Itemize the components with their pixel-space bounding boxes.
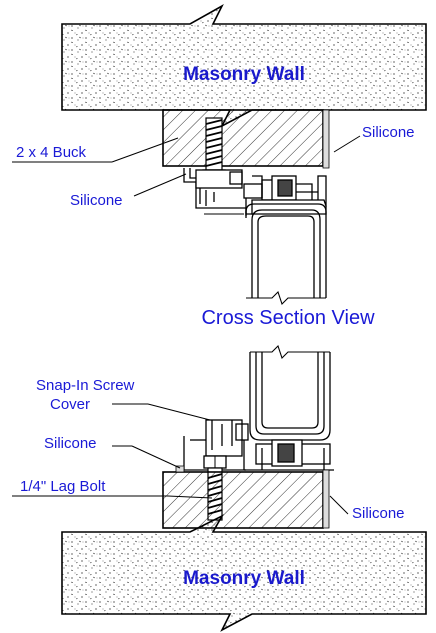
bottom-wall-label: Masonry Wall bbox=[183, 568, 305, 589]
top-leaders bbox=[12, 135, 361, 197]
top-wall-label: Masonry Wall bbox=[183, 64, 305, 85]
silicone-top-right-label: Silicone bbox=[362, 124, 415, 141]
snap-in-label-line1: Snap-In Screw bbox=[36, 377, 135, 394]
silicone-bottom-right-label: Silicone bbox=[352, 505, 405, 522]
buck-label: 2 x 4 Buck bbox=[16, 144, 87, 161]
bottom-masonry-wall: Masonry Wall bbox=[61, 514, 427, 632]
silicone-top-left-label: Silicone bbox=[70, 192, 123, 209]
bottom-frame-extrusion bbox=[183, 344, 334, 471]
bottom-buck bbox=[162, 471, 324, 529]
top-buck bbox=[162, 109, 324, 167]
top-frame-extrusion bbox=[183, 168, 327, 306]
silicone-bead-top-right bbox=[322, 109, 330, 169]
bottom-leaders bbox=[12, 403, 349, 515]
silicone-bead-bottom-right bbox=[322, 469, 330, 529]
top-masonry-wall: Masonry Wall bbox=[61, 4, 427, 128]
silicone-bottom-left-label: Silicone bbox=[44, 435, 97, 452]
snap-in-label-line2: Cover bbox=[50, 396, 90, 413]
diagram-title: Cross Section View bbox=[201, 307, 375, 329]
lag-bolt-label: 1/4" Lag Bolt bbox=[20, 478, 106, 495]
